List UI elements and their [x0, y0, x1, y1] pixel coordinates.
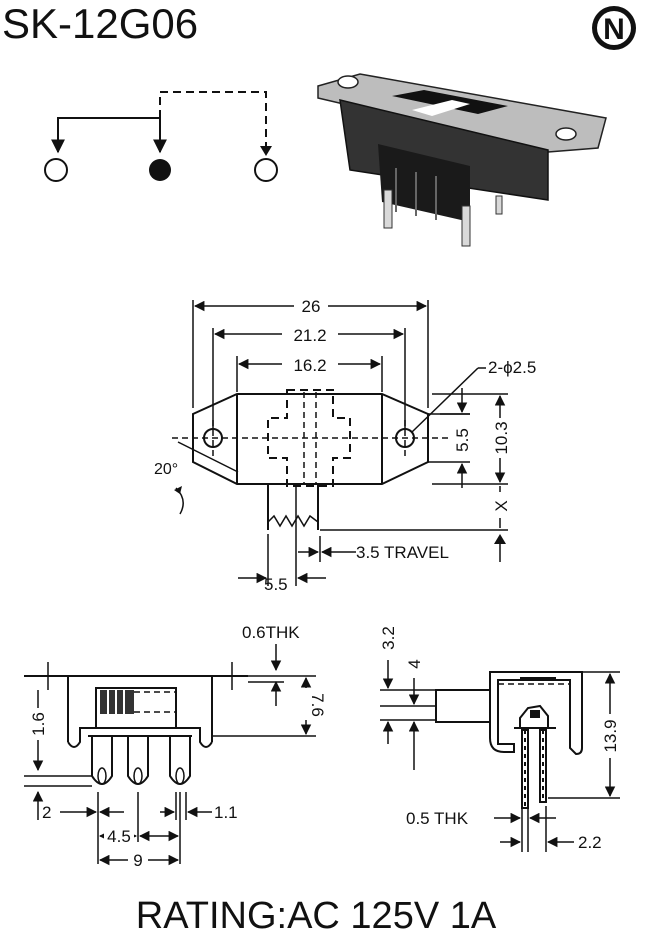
dim-4: 4 — [405, 659, 424, 668]
dim-hole-spacing: 21.2 — [293, 326, 326, 345]
dim-pin-gap: 2.2 — [578, 833, 602, 852]
actuator-dim-x: X — [492, 500, 511, 511]
switch-schematic — [44, 91, 278, 182]
hole-callout: 2-ϕ2.5 — [488, 358, 536, 377]
dim-pin-offset: 1.6 — [29, 712, 48, 736]
dim-pin-width: 1.1 — [214, 803, 238, 822]
dim-outer-height: 10.3 — [492, 421, 511, 454]
dim-actuator-width: 5.5 — [264, 575, 288, 594]
dim-3-2: 3.2 — [379, 626, 398, 650]
product-illustration — [317, 73, 607, 247]
terminal-open-left — [44, 158, 68, 182]
dim-pitch: 4.5 — [107, 827, 131, 846]
dim-pin-thickness: 0.5 THK — [406, 809, 469, 828]
dim-travel: 3.5 TRAVEL — [356, 543, 449, 562]
dim-pin-span: 9 — [133, 851, 142, 870]
dim-total-height: 13.9 — [601, 719, 620, 752]
side-view-drawing: 3.2 4 13.9 0.5 THK 2.2 — [379, 626, 620, 852]
dim-plate-thickness: 0.6THK — [242, 623, 300, 642]
terminal-common — [149, 159, 171, 181]
logo: N — [592, 6, 636, 50]
dim-inner-height: 5.5 — [453, 428, 472, 452]
part-number-title: SK-12G06 — [2, 0, 198, 47]
dim-overall-width: 26 — [302, 297, 321, 316]
terminal-open-right — [254, 158, 278, 182]
front-view-drawing: 0.6THK 7.6 1.6 2 1.1 4.5 9 — [24, 623, 327, 870]
dim-mount-height: 7.6 — [308, 693, 327, 717]
dim-two: 2 — [42, 803, 51, 822]
logo-letter: N — [603, 13, 625, 46]
rating-text: RATING:AC 125V 1A — [136, 895, 497, 935]
dim-angle: 20° — [154, 461, 178, 478]
dim-body-width: 16.2 — [293, 356, 326, 375]
top-view-drawing: 26 21.2 16.2 2-ϕ2.5 5.5 — [154, 292, 536, 594]
